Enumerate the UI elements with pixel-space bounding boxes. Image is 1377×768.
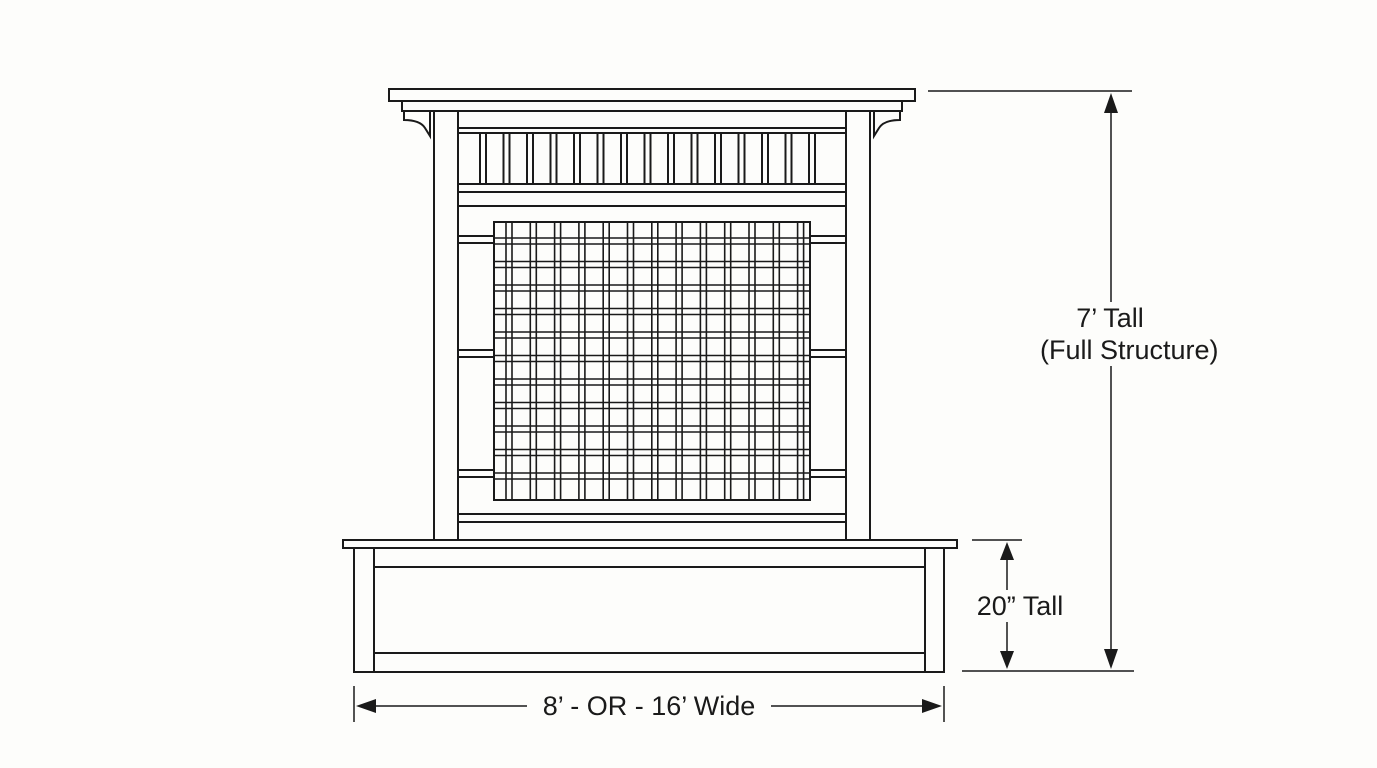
arrow-up-icon [1000,542,1014,560]
side-rails [458,235,846,478]
arrow-left-icon [356,699,376,713]
arrow-down-icon [1104,649,1118,669]
planter-height-label: 20” Tall [968,590,1072,622]
total-height-dimension [928,90,1134,672]
total-height-value: 7’ Tall [1076,303,1144,333]
arrow-right-icon [922,699,942,713]
total-height-label: 7’ Tall (Full Structure) [1040,302,1219,366]
trellis-cap [388,88,916,140]
arrow-up-icon [1104,93,1118,113]
total-height-note: (Full Structure) [1040,335,1219,365]
arrow-down-icon [1000,651,1014,669]
width-label: 8’ - OR - 16’ Wide [527,689,771,723]
lattice-panel [493,221,811,501]
planter-box [342,539,958,673]
header-slat-panel [457,127,847,207]
bottom-rails [458,513,846,523]
